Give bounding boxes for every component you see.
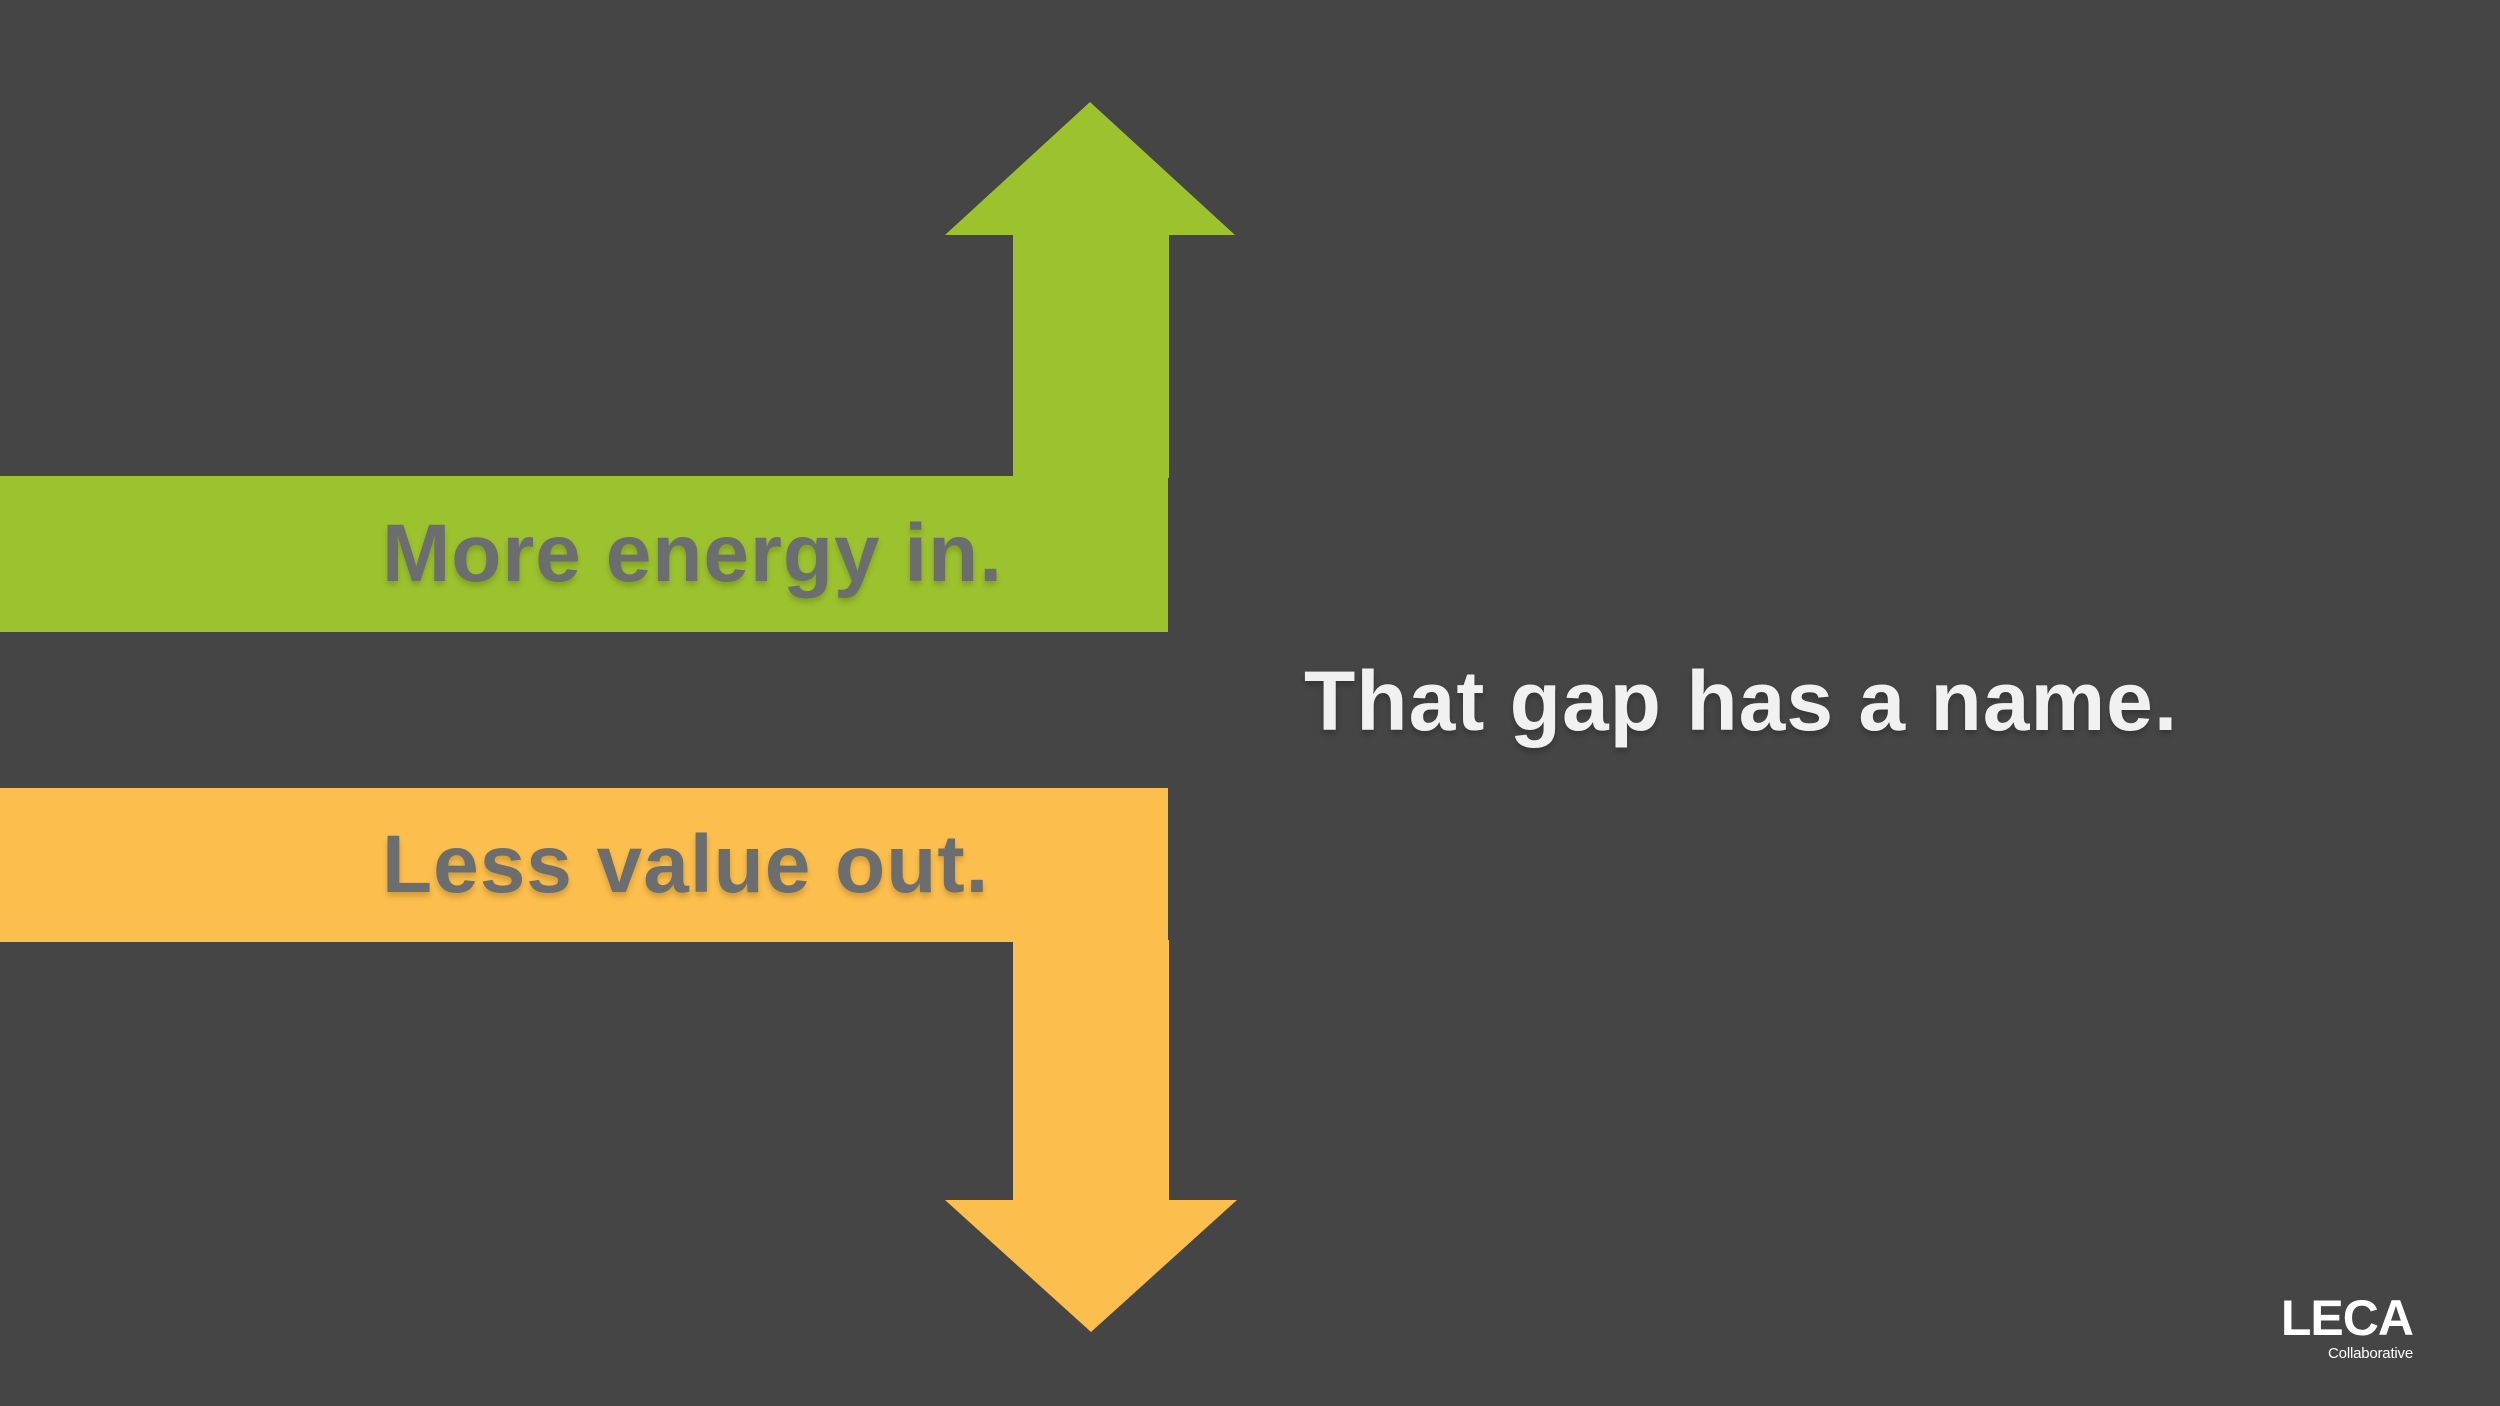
arrowhead-down-icon (945, 1200, 1237, 1332)
logo-leca: LECA Collaborative (2280, 1290, 2414, 1362)
energy-in-arrow-shaft (1013, 233, 1169, 478)
value-out-bar: Less value out. (0, 788, 1168, 942)
energy-in-label: More energy in. (382, 508, 1004, 599)
headline-text: That gap has a name. (1304, 654, 2179, 748)
value-out-label: Less value out. (382, 819, 990, 910)
energy-in-bar: More energy in. (0, 476, 1168, 632)
logo-tagline: Collaborative (2328, 1345, 2413, 1362)
arrowhead-up-icon (945, 102, 1235, 235)
logo-name: LECA (2280, 1290, 2414, 1346)
value-out-arrow-shaft (1013, 940, 1169, 1201)
